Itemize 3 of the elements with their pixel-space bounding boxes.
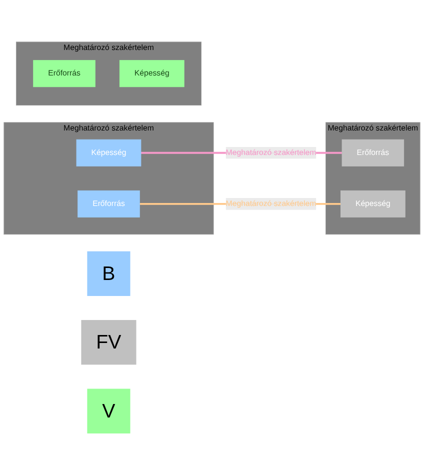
node-box: FV xyxy=(81,320,136,365)
node-box: B xyxy=(87,251,130,296)
node-box: V xyxy=(87,388,130,434)
